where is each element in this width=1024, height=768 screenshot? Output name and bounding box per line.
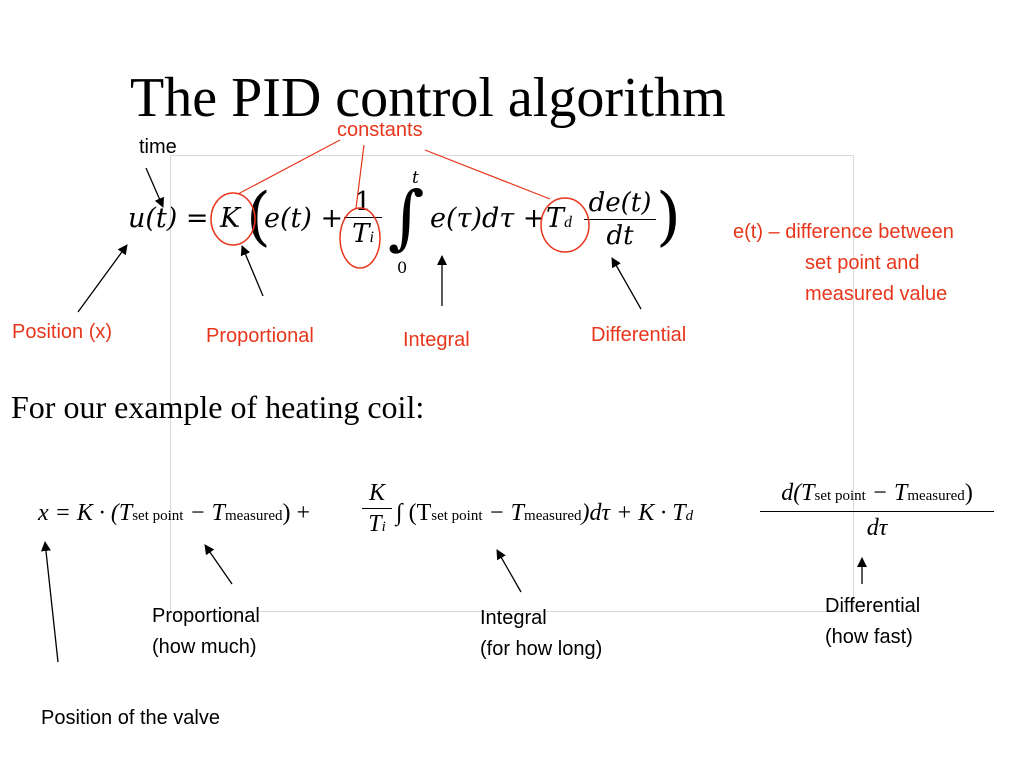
time-label: time: [139, 136, 177, 158]
derivative-numerator: de(t): [588, 188, 652, 218]
close-dtau: )dτ + K · T: [581, 500, 686, 526]
circle-ti: [339, 207, 381, 269]
proportional-label-bottom: Proportional: [152, 605, 260, 627]
sub-set-point-2: set point: [431, 508, 483, 524]
close-paren: ): [656, 180, 681, 254]
sub-set-point-3: set point: [814, 488, 866, 504]
circle-gain-k: [210, 192, 256, 246]
proportional-label-top: Proportional: [206, 325, 314, 347]
pid-equation-lhs: u(t) =: [128, 203, 209, 234]
td-symbol: T: [546, 203, 565, 234]
integral-open: ∫ (T: [396, 500, 432, 526]
minus-t-1: − T: [183, 500, 225, 526]
differential-label-top: Differential: [591, 324, 687, 346]
section-heading: For our example of heating coil:: [11, 389, 425, 425]
derivative-bar-bottom: [760, 511, 994, 512]
valve-position-label: Position of the valve: [41, 707, 220, 729]
heating-equation-part1: x = K · (Tset point − Tmeasured) +: [38, 500, 310, 527]
differential-label-bottom: Differential: [825, 595, 921, 617]
sub-set-point-1: set point: [132, 508, 184, 524]
fraction-one-over-ti: 1 Ti: [344, 187, 382, 254]
integral-sign: ∫: [388, 176, 425, 258]
how-fast-label: (how fast): [825, 626, 913, 648]
ti-denominator: T: [368, 511, 382, 537]
integrand: e(τ)dτ +: [430, 203, 546, 234]
position-x-label: Position (x): [12, 321, 113, 343]
derivative-fraction: de(t) dt: [584, 187, 656, 252]
sub-measured-2: measured: [524, 508, 582, 524]
ti-symbol: T: [352, 219, 370, 249]
derivative-denominator-bottom: dτ: [866, 515, 888, 541]
derivative-bar: [584, 219, 656, 220]
ti-subscript: i: [369, 229, 374, 246]
derivative-denominator: dt: [606, 221, 634, 251]
minus-t-2: − T: [482, 500, 525, 526]
error-definition-line2: set point and: [805, 252, 920, 274]
heating-equation-part2: ∫ (Tset point − Tmeasured)dτ + K · Td: [396, 500, 693, 527]
integral-label-top: Integral: [403, 329, 470, 351]
circle-td: [540, 197, 590, 253]
ti-denominator-sub: i: [381, 519, 386, 535]
constants-leader-k: [237, 139, 341, 195]
fraction-bar: [344, 217, 382, 218]
error-definition-line1: e(t) – difference between: [733, 221, 954, 243]
td-sub-bottom: d: [685, 508, 694, 524]
minus-t-3: − T: [865, 480, 908, 506]
deriv-num-open: d(T: [781, 480, 815, 506]
deriv-close: ): [964, 480, 973, 506]
constants-label: constants: [337, 119, 423, 141]
arrow-proportional-top: [240, 245, 264, 297]
constants-leader-ti: [355, 144, 365, 209]
close-plus-1: ) +: [282, 500, 311, 526]
integral-upper-limit: t: [412, 168, 419, 188]
arrow-valve-position: [40, 541, 59, 663]
integral-label-bottom: Integral: [480, 607, 547, 629]
error-term: e(t) +: [264, 203, 344, 234]
derivative-numerator-bottom: d(Tset point − Tmeasured): [760, 478, 994, 511]
arrow-integral-bottom: [496, 549, 522, 593]
arrow-time: [145, 167, 164, 208]
constants-leader-td: [424, 149, 551, 200]
arrow-differential-top: [611, 257, 642, 310]
arrow-proportional-bottom: [204, 544, 233, 585]
eq-lhs: x = K · (T: [38, 500, 133, 526]
td-subscript: d: [564, 214, 573, 231]
derivative-fraction-bottom: d(Tset point − Tmeasured) dτ: [760, 478, 994, 544]
arrow-position-x: [77, 244, 128, 313]
how-much-label: (how much): [152, 636, 257, 658]
gain-k: K: [220, 203, 241, 234]
integral-lower-limit: 0: [397, 258, 408, 277]
error-definition-line3: measured value: [805, 283, 948, 305]
open-paren: (: [246, 180, 271, 254]
sub-measured-1: measured: [225, 508, 283, 524]
k-numerator: K: [368, 480, 385, 506]
slide-title: The PID control algorithm: [130, 67, 726, 129]
for-how-long-label: (for how long): [480, 638, 603, 660]
k-over-ti-bar: [362, 508, 392, 509]
embedded-image-frame: [170, 155, 854, 612]
sub-measured-3: measured: [907, 488, 965, 504]
k-over-ti-fraction: K Ti: [362, 478, 392, 542]
